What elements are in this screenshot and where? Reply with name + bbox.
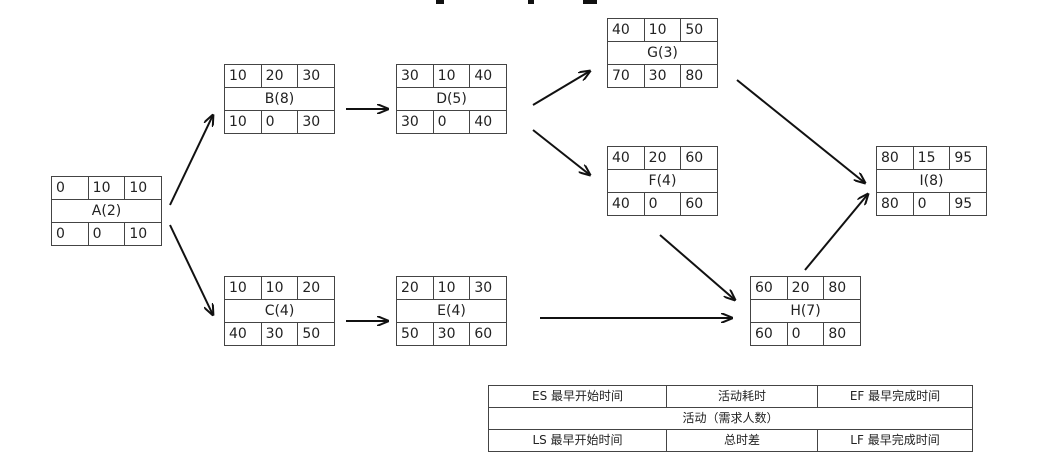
lf-cell: 80 [823, 323, 860, 345]
duration-cell: 15 [912, 147, 950, 169]
ls-cell: 40 [229, 326, 247, 342]
activity-node-b: 10 20 30 B(8) 10 0 30 [224, 64, 335, 134]
arrow-d-g [532, 71, 590, 106]
activity-label: H(7) [790, 303, 821, 319]
ls-cell: 10 [229, 114, 247, 130]
total-float-cell: 30 [432, 323, 470, 345]
ls-cell: 40 [612, 196, 630, 212]
lf-cell: 50 [297, 323, 334, 345]
total-float-cell: 0 [912, 193, 950, 215]
activity-node-h: 60 20 80 H(7) 60 0 80 [750, 276, 861, 346]
total-float-cell: 0 [260, 111, 298, 133]
activity-label: I(8) [919, 173, 944, 189]
es-cell: 40 [612, 150, 630, 166]
legend-es: ES 最早开始时间 [531, 389, 623, 403]
activity-node-g: 40 10 50 G(3) 70 30 80 [607, 18, 718, 88]
top-cropped-mark-left [436, 0, 444, 4]
lf-cell: 95 [949, 193, 986, 215]
activity-node-f: 40 20 60 F(4) 40 0 60 [607, 146, 718, 216]
ef-cell: 20 [297, 277, 334, 299]
legend-lf: LF 最早完成时间 [817, 430, 972, 451]
activity-node-c: 10 10 20 C(4) 40 30 50 [224, 276, 335, 346]
ef-cell: 30 [297, 65, 334, 87]
arrow-h-i [804, 194, 868, 271]
arrow-a-c [169, 224, 213, 315]
total-float-cell: 0 [432, 111, 470, 133]
arrow-g-i [736, 79, 865, 183]
legend-table: ES 最早开始时间 活动耗时 EF 最早完成时间 活动（需求人数） LS 最早开… [488, 385, 973, 452]
total-float-cell: 30 [260, 323, 298, 345]
activity-label: F(4) [648, 173, 677, 189]
activity-node-d: 30 10 40 D(5) 30 0 40 [396, 64, 507, 134]
duration-cell: 10 [432, 65, 470, 87]
es-cell: 10 [229, 280, 247, 296]
ls-cell: 70 [612, 68, 630, 84]
ef-cell: 95 [949, 147, 986, 169]
ls-cell: 60 [755, 326, 773, 342]
activity-label: E(4) [437, 303, 466, 319]
activity-label: A(2) [91, 203, 122, 219]
duration-cell: 10 [87, 177, 125, 199]
duration-cell: 10 [432, 277, 470, 299]
ls-cell: 50 [401, 326, 419, 342]
total-float-cell: 30 [643, 65, 681, 87]
lf-cell: 40 [469, 111, 506, 133]
legend-activity: 活动（需求人数） [682, 411, 779, 425]
lf-cell: 60 [680, 193, 717, 215]
total-float-cell: 0 [643, 193, 681, 215]
ls-cell: 0 [56, 226, 65, 242]
es-cell: 80 [881, 150, 899, 166]
activity-label: D(5) [436, 91, 467, 107]
lf-cell: 10 [124, 223, 161, 245]
activity-node-e: 20 10 30 E(4) 50 30 60 [396, 276, 507, 346]
total-float-cell: 0 [786, 323, 824, 345]
es-cell: 20 [401, 280, 419, 296]
duration-cell: 20 [786, 277, 824, 299]
activity-node-a: 0 10 10 A(2) 0 0 10 [51, 176, 162, 246]
duration-cell: 10 [643, 19, 681, 41]
es-cell: 10 [229, 68, 247, 84]
ls-cell: 30 [401, 114, 419, 130]
activity-label: G(3) [647, 45, 678, 61]
ef-cell: 60 [680, 147, 717, 169]
lf-cell: 30 [297, 111, 334, 133]
duration-cell: 20 [643, 147, 681, 169]
ef-cell: 50 [680, 19, 717, 41]
ef-cell: 40 [469, 65, 506, 87]
top-cropped-mark-mid [528, 0, 534, 4]
es-cell: 60 [755, 280, 773, 296]
arrow-f-h [659, 234, 735, 300]
duration-cell: 10 [260, 277, 298, 299]
legend-ef: EF 最早完成时间 [817, 386, 972, 407]
lf-cell: 80 [680, 65, 717, 87]
ef-cell: 80 [823, 277, 860, 299]
ef-cell: 10 [124, 177, 161, 199]
ls-cell: 80 [881, 196, 899, 212]
arrow-d-f [532, 129, 590, 175]
activity-label: C(4) [264, 303, 295, 319]
arrow-a-b [169, 115, 213, 206]
activity-node-i: 80 15 95 I(8) 80 0 95 [876, 146, 987, 216]
legend-ls: LS 最早开始时间 [532, 433, 623, 447]
duration-cell: 20 [260, 65, 298, 87]
top-cropped-mark-right [583, 0, 597, 4]
es-cell: 0 [56, 180, 65, 196]
es-cell: 30 [401, 68, 419, 84]
legend-duration: 活动耗时 [666, 386, 817, 407]
lf-cell: 60 [469, 323, 506, 345]
legend-total-float: 总时差 [666, 430, 817, 451]
ef-cell: 30 [469, 277, 506, 299]
es-cell: 40 [612, 22, 630, 38]
total-float-cell: 0 [87, 223, 125, 245]
activity-label: B(8) [264, 91, 295, 107]
